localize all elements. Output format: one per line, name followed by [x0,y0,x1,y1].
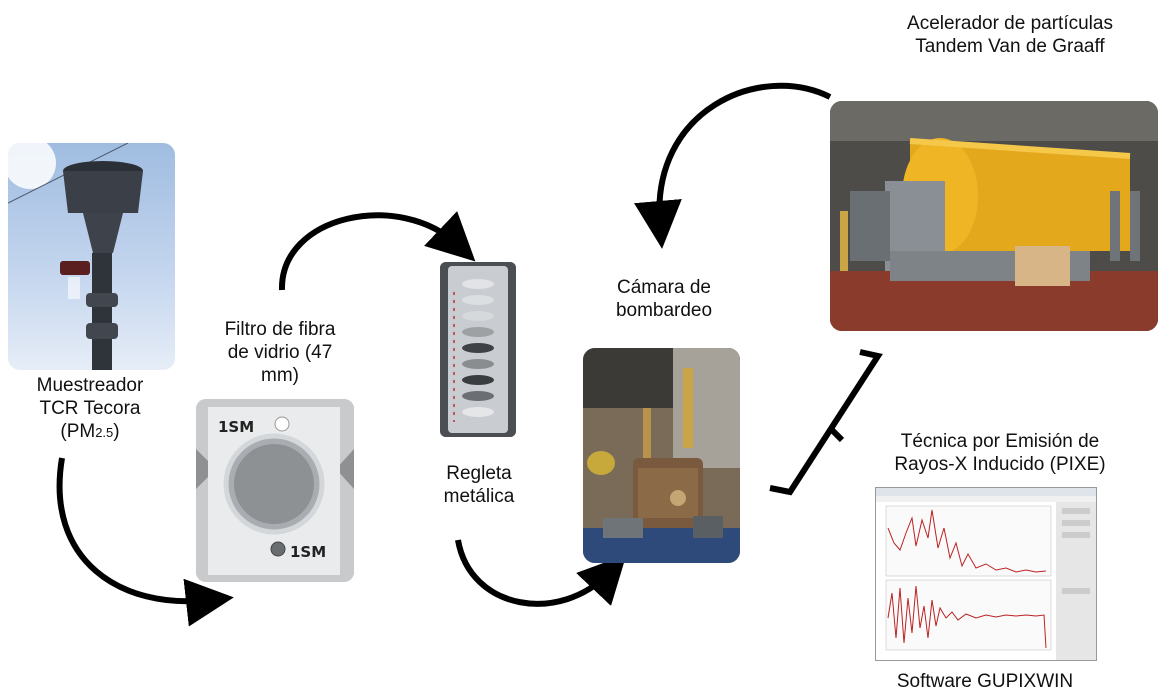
sampler-label: Muestreador TCR Tecora (PM2.5) [10,374,170,444]
rail-label-line2: metálica [443,486,515,507]
sampler-label-pm-sub: 2.5 [95,425,114,440]
bracket-chamber-accelerator-pixe [769,349,883,496]
sampler-label-pm-end: ) [113,421,120,442]
chamber-label: Cámara de bombardeo [594,276,734,322]
filter-label-line3: mm) [261,365,299,386]
sampler-label-line2: TCR Tecora [39,398,141,419]
chamber-photo [583,348,740,563]
sampler-illustration [8,143,143,370]
pixe-label-line1: Técnica por Emisión de [900,431,1100,452]
software-label: Software GUPIXWIN [870,670,1100,693]
sampler-label-pm: (PM [60,421,96,442]
filter-label-line1: Filtro de fibra [224,319,336,340]
filter-tag-bottom: 1SM [290,543,326,561]
pixe-label: Técnica por Emisión de Rayos-X Inducido … [850,430,1150,476]
chamber-illustration [583,348,740,563]
accelerator-label-line1: Acelerador de partículas [907,13,1113,34]
accelerator-label-line2: Tandem Van de Graaff [915,36,1105,57]
accelerator-label: Acelerador de partículas Tandem Van de G… [870,12,1150,58]
rail-label-line1: Regleta [446,463,512,484]
software-spectrum-illustration [876,488,1096,660]
arrow-accelerator-to-chamber [634,82,832,249]
rail-illustration [440,262,516,437]
arrow-sampler-to-filter [56,457,234,627]
rail-photo [440,262,516,437]
filter-illustration: 1SM 1SM [196,399,354,582]
filter-label-line2: de vidrio (47 [227,342,333,363]
chamber-label-line1: Cámara de [617,277,711,298]
software-screenshot [875,487,1097,661]
chamber-label-line2: bombardeo [615,300,713,321]
accelerator-photo [830,101,1158,331]
sampler-label-line3: (PM2.5) [10,420,170,444]
accelerator-illustration [830,101,1158,331]
arrow-rail-to-chamber [455,539,627,607]
rail-label: Regleta metálica [420,462,538,508]
filter-photo: 1SM 1SM [196,399,354,582]
software-label-text: Software GUPIXWIN [896,671,1074,692]
pixe-label-line2: Rayos-X Inducido (PIXE) [894,454,1106,475]
filter-tag-top: 1SM [218,418,254,436]
filter-label: Filtro de fibra de vidrio (47 mm) [195,318,365,387]
arrow-filter-to-rail [278,211,476,291]
sampler-photo [8,143,175,370]
sampler-label-line1: Muestreador [36,375,144,396]
